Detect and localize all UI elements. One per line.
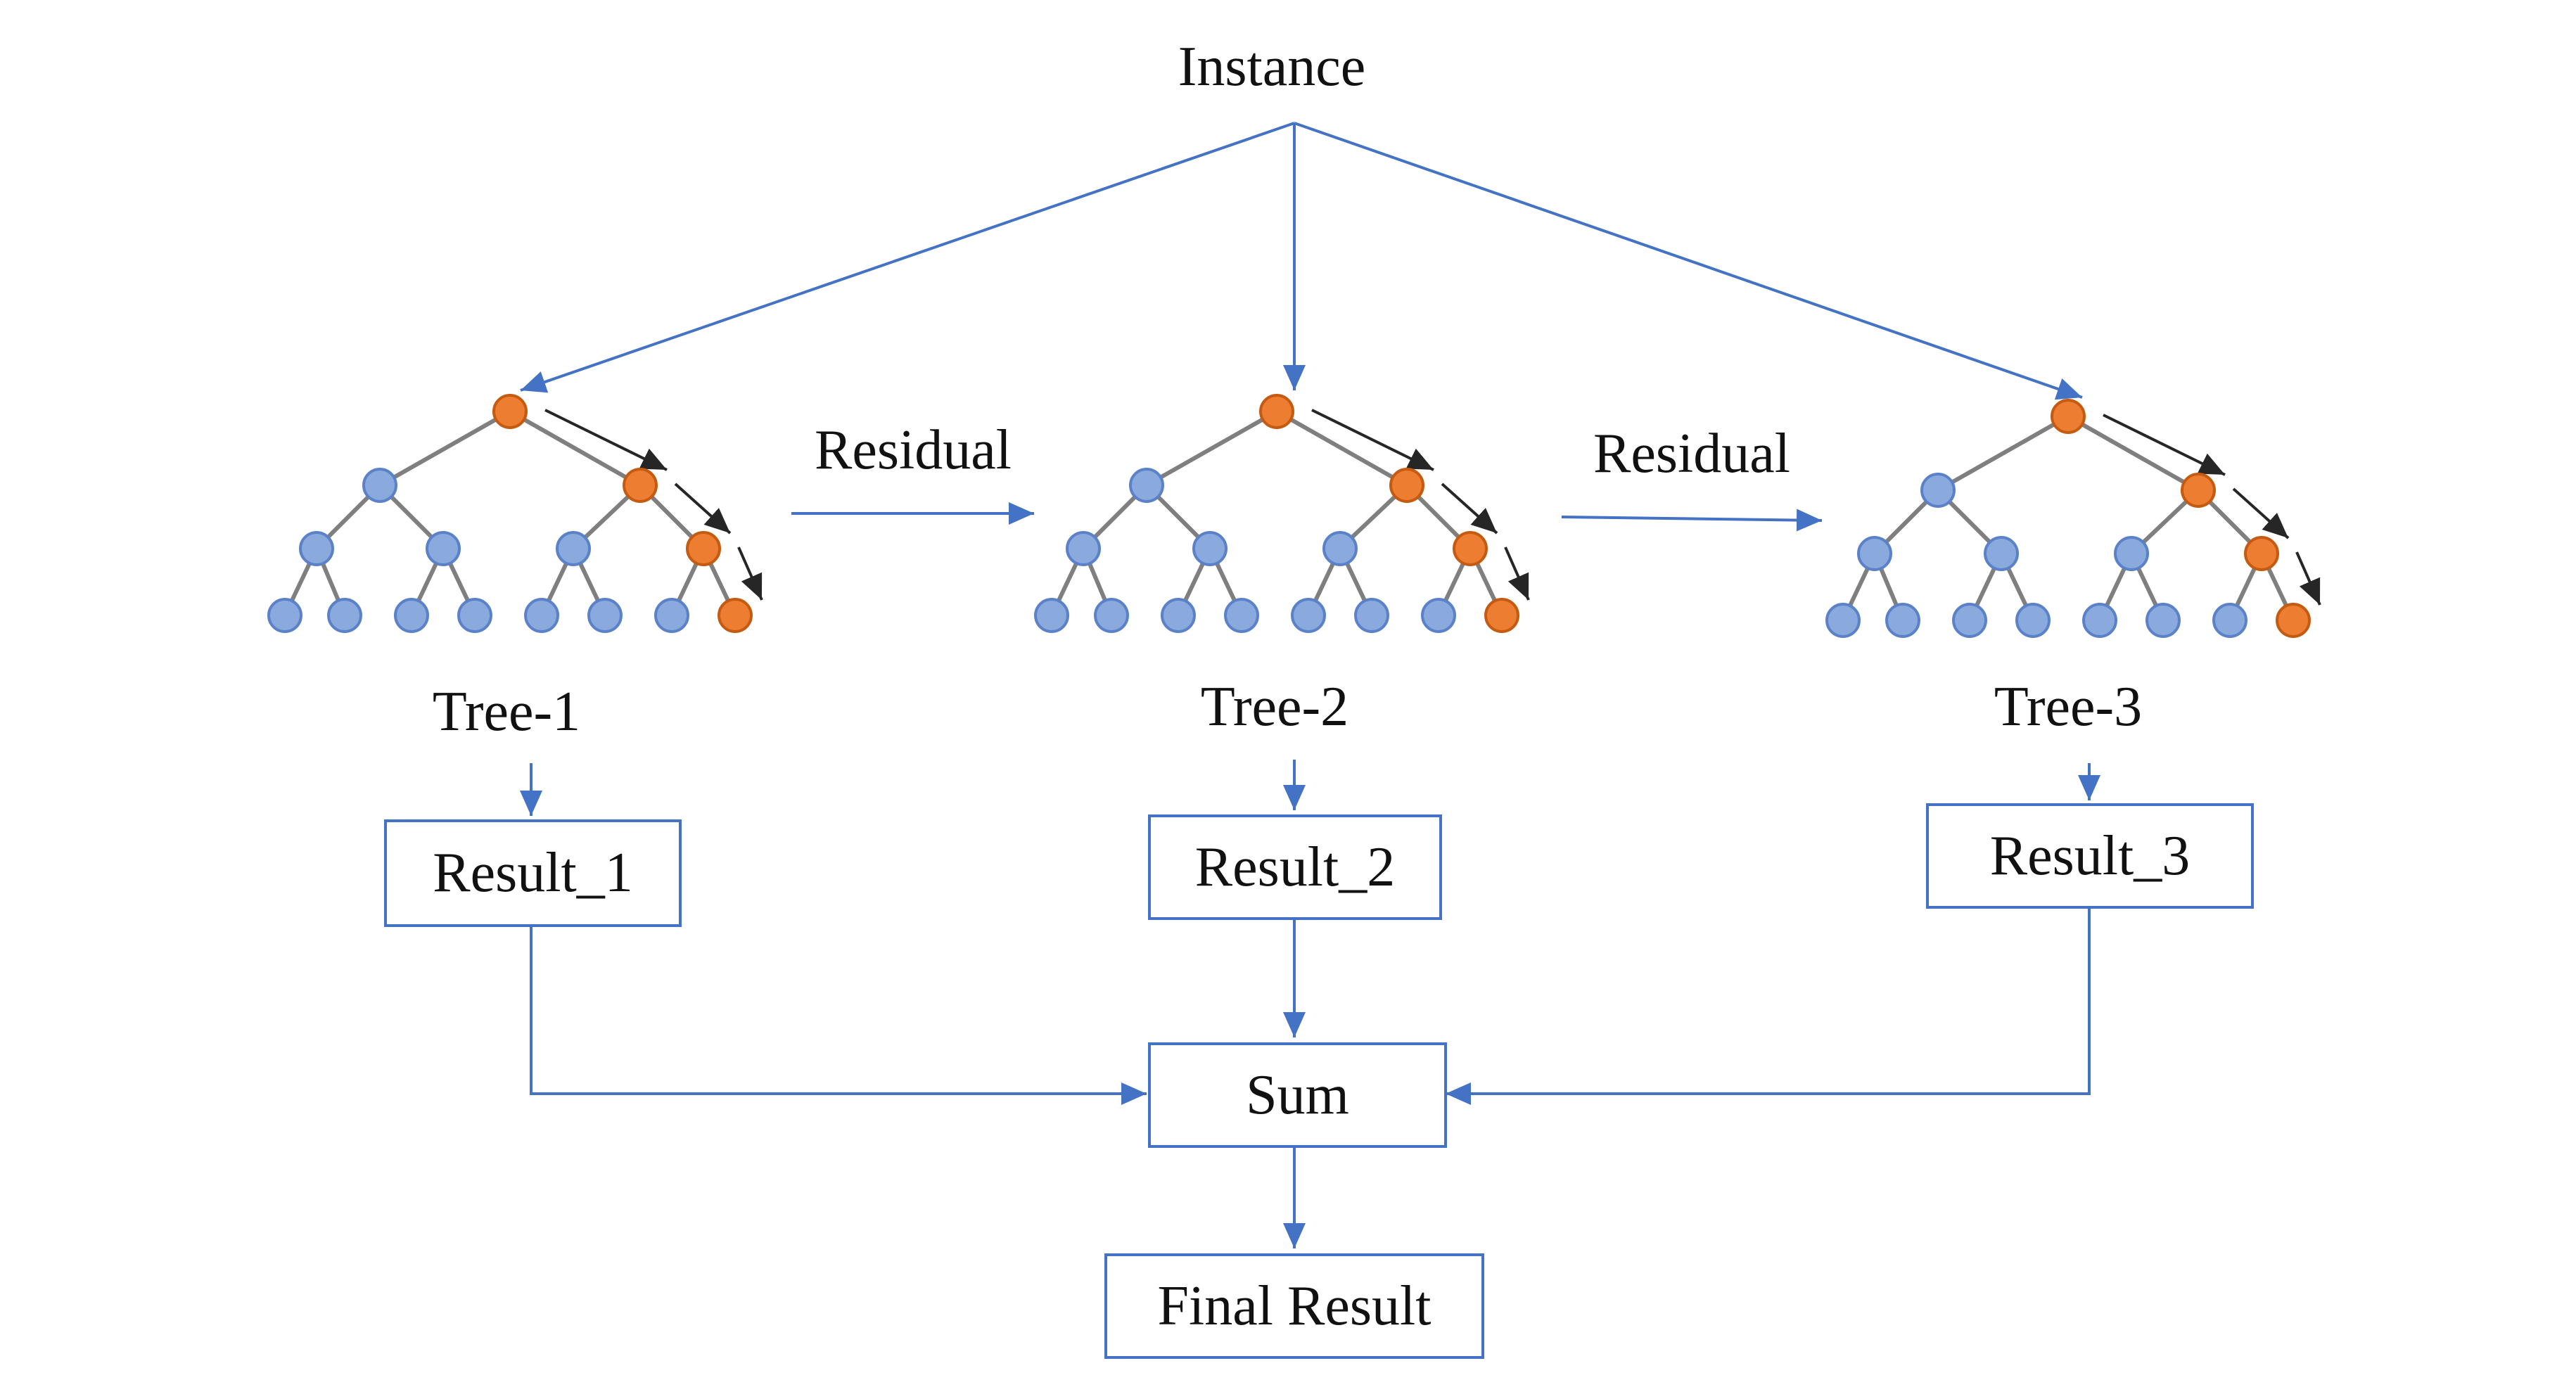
tree-1-path-arrow <box>674 482 732 535</box>
tree-3-edge <box>2067 414 2200 492</box>
tree-3-label: Tree-3 <box>1994 676 2143 738</box>
tree-3-node <box>2114 536 2149 571</box>
tree-2-node <box>1066 531 1101 566</box>
tree-3-node <box>2015 603 2051 638</box>
tree-1-edge <box>378 409 511 487</box>
tree-3-edge <box>1937 414 2070 492</box>
result-3-to-sum-connector <box>1446 909 2091 1105</box>
residual-label-2: Residual <box>1593 423 1790 485</box>
tree-1-path-arrow <box>544 409 668 471</box>
tree-2-node <box>1094 598 1129 633</box>
result-1-to-sum-connector <box>530 927 1147 1105</box>
tree-3-node <box>1920 473 1956 508</box>
tree-3-graphic <box>1825 399 2321 638</box>
tree-3-node <box>1952 603 1987 638</box>
tree-1-graphic <box>267 394 763 633</box>
tree-2-path-arrow <box>1311 409 1434 471</box>
tree-2-node <box>1129 468 1164 503</box>
tree-2-path-arrow <box>1504 547 1530 601</box>
tree-3-path-node <box>2051 399 2086 434</box>
tree-2-node <box>1291 598 1326 633</box>
instance-label: Instance <box>1178 36 1366 98</box>
tree-1-path-arrow <box>737 547 763 601</box>
tree-1-node <box>457 598 492 633</box>
instance-to-tree-3-arrow <box>1294 122 2083 400</box>
tree-2-node <box>1192 531 1228 566</box>
tree-2-node <box>1034 598 1069 633</box>
tree-2-path-arrow <box>1441 482 1498 535</box>
tree-3-path-node <box>2181 473 2216 508</box>
tree-1-path-node <box>492 394 528 429</box>
tree-1-path-node <box>623 468 658 503</box>
result-3-box: Result_3 <box>1926 803 2254 909</box>
tree-3-path-arrow <box>2295 551 2321 606</box>
tree-1-node <box>426 531 461 566</box>
tree-2-path-node <box>1484 598 1519 633</box>
tree-1-node <box>587 598 623 633</box>
tree-1-node <box>394 598 429 633</box>
tree-2-node <box>1354 598 1389 633</box>
tree-2-node <box>1322 531 1358 566</box>
tree-3-node <box>1984 536 2019 571</box>
tree-3-node <box>1825 603 1861 638</box>
tree-1-label: Tree-1 <box>432 681 581 743</box>
residual-label-1: Residual <box>815 419 1012 481</box>
tree-1-edge <box>509 409 642 487</box>
residual-2-arrow <box>1561 509 1823 532</box>
tree-3-path-arrow <box>2232 487 2290 539</box>
tree-1-node <box>299 531 334 566</box>
tree-3-node <box>2082 603 2117 638</box>
tree-1-node <box>362 468 397 503</box>
tree-1-node <box>524 598 559 633</box>
final-result-box: Final Result <box>1104 1253 1484 1359</box>
tree-3-path-node <box>2244 536 2279 571</box>
result-1-box: Result_1 <box>384 819 682 927</box>
tree-2-path-node <box>1259 394 1294 429</box>
tree-2-path-node <box>1453 531 1488 566</box>
tree-3-node <box>2145 603 2181 638</box>
tree-1-path-node <box>718 598 753 633</box>
tree-1-path-node <box>686 531 721 566</box>
tree-2-graphic <box>1034 394 1530 633</box>
tree-1-node <box>556 531 591 566</box>
tree-3-node <box>2212 603 2247 638</box>
tree-2-node <box>1421 598 1456 633</box>
tree-1-node <box>267 598 302 633</box>
tree-3-path-node <box>2276 603 2311 638</box>
tree-3-path-arrow <box>2103 414 2226 476</box>
tree-2-label: Tree-2 <box>1200 676 1349 738</box>
instance-to-tree-1-arrow <box>520 122 1295 393</box>
tree-1-node <box>654 598 689 633</box>
tree-2-path-node <box>1389 468 1424 503</box>
sum-box: Sum <box>1148 1042 1447 1148</box>
tree-2-edge <box>1275 409 1408 487</box>
tree-2-node <box>1161 598 1196 633</box>
tree-2-edge <box>1145 409 1278 487</box>
tree-3-node <box>1857 536 1892 571</box>
tree-2-node <box>1224 598 1259 633</box>
tree-3-node <box>1885 603 1920 638</box>
tree-1-node <box>327 598 362 633</box>
result-2-box: Result_2 <box>1148 814 1442 920</box>
